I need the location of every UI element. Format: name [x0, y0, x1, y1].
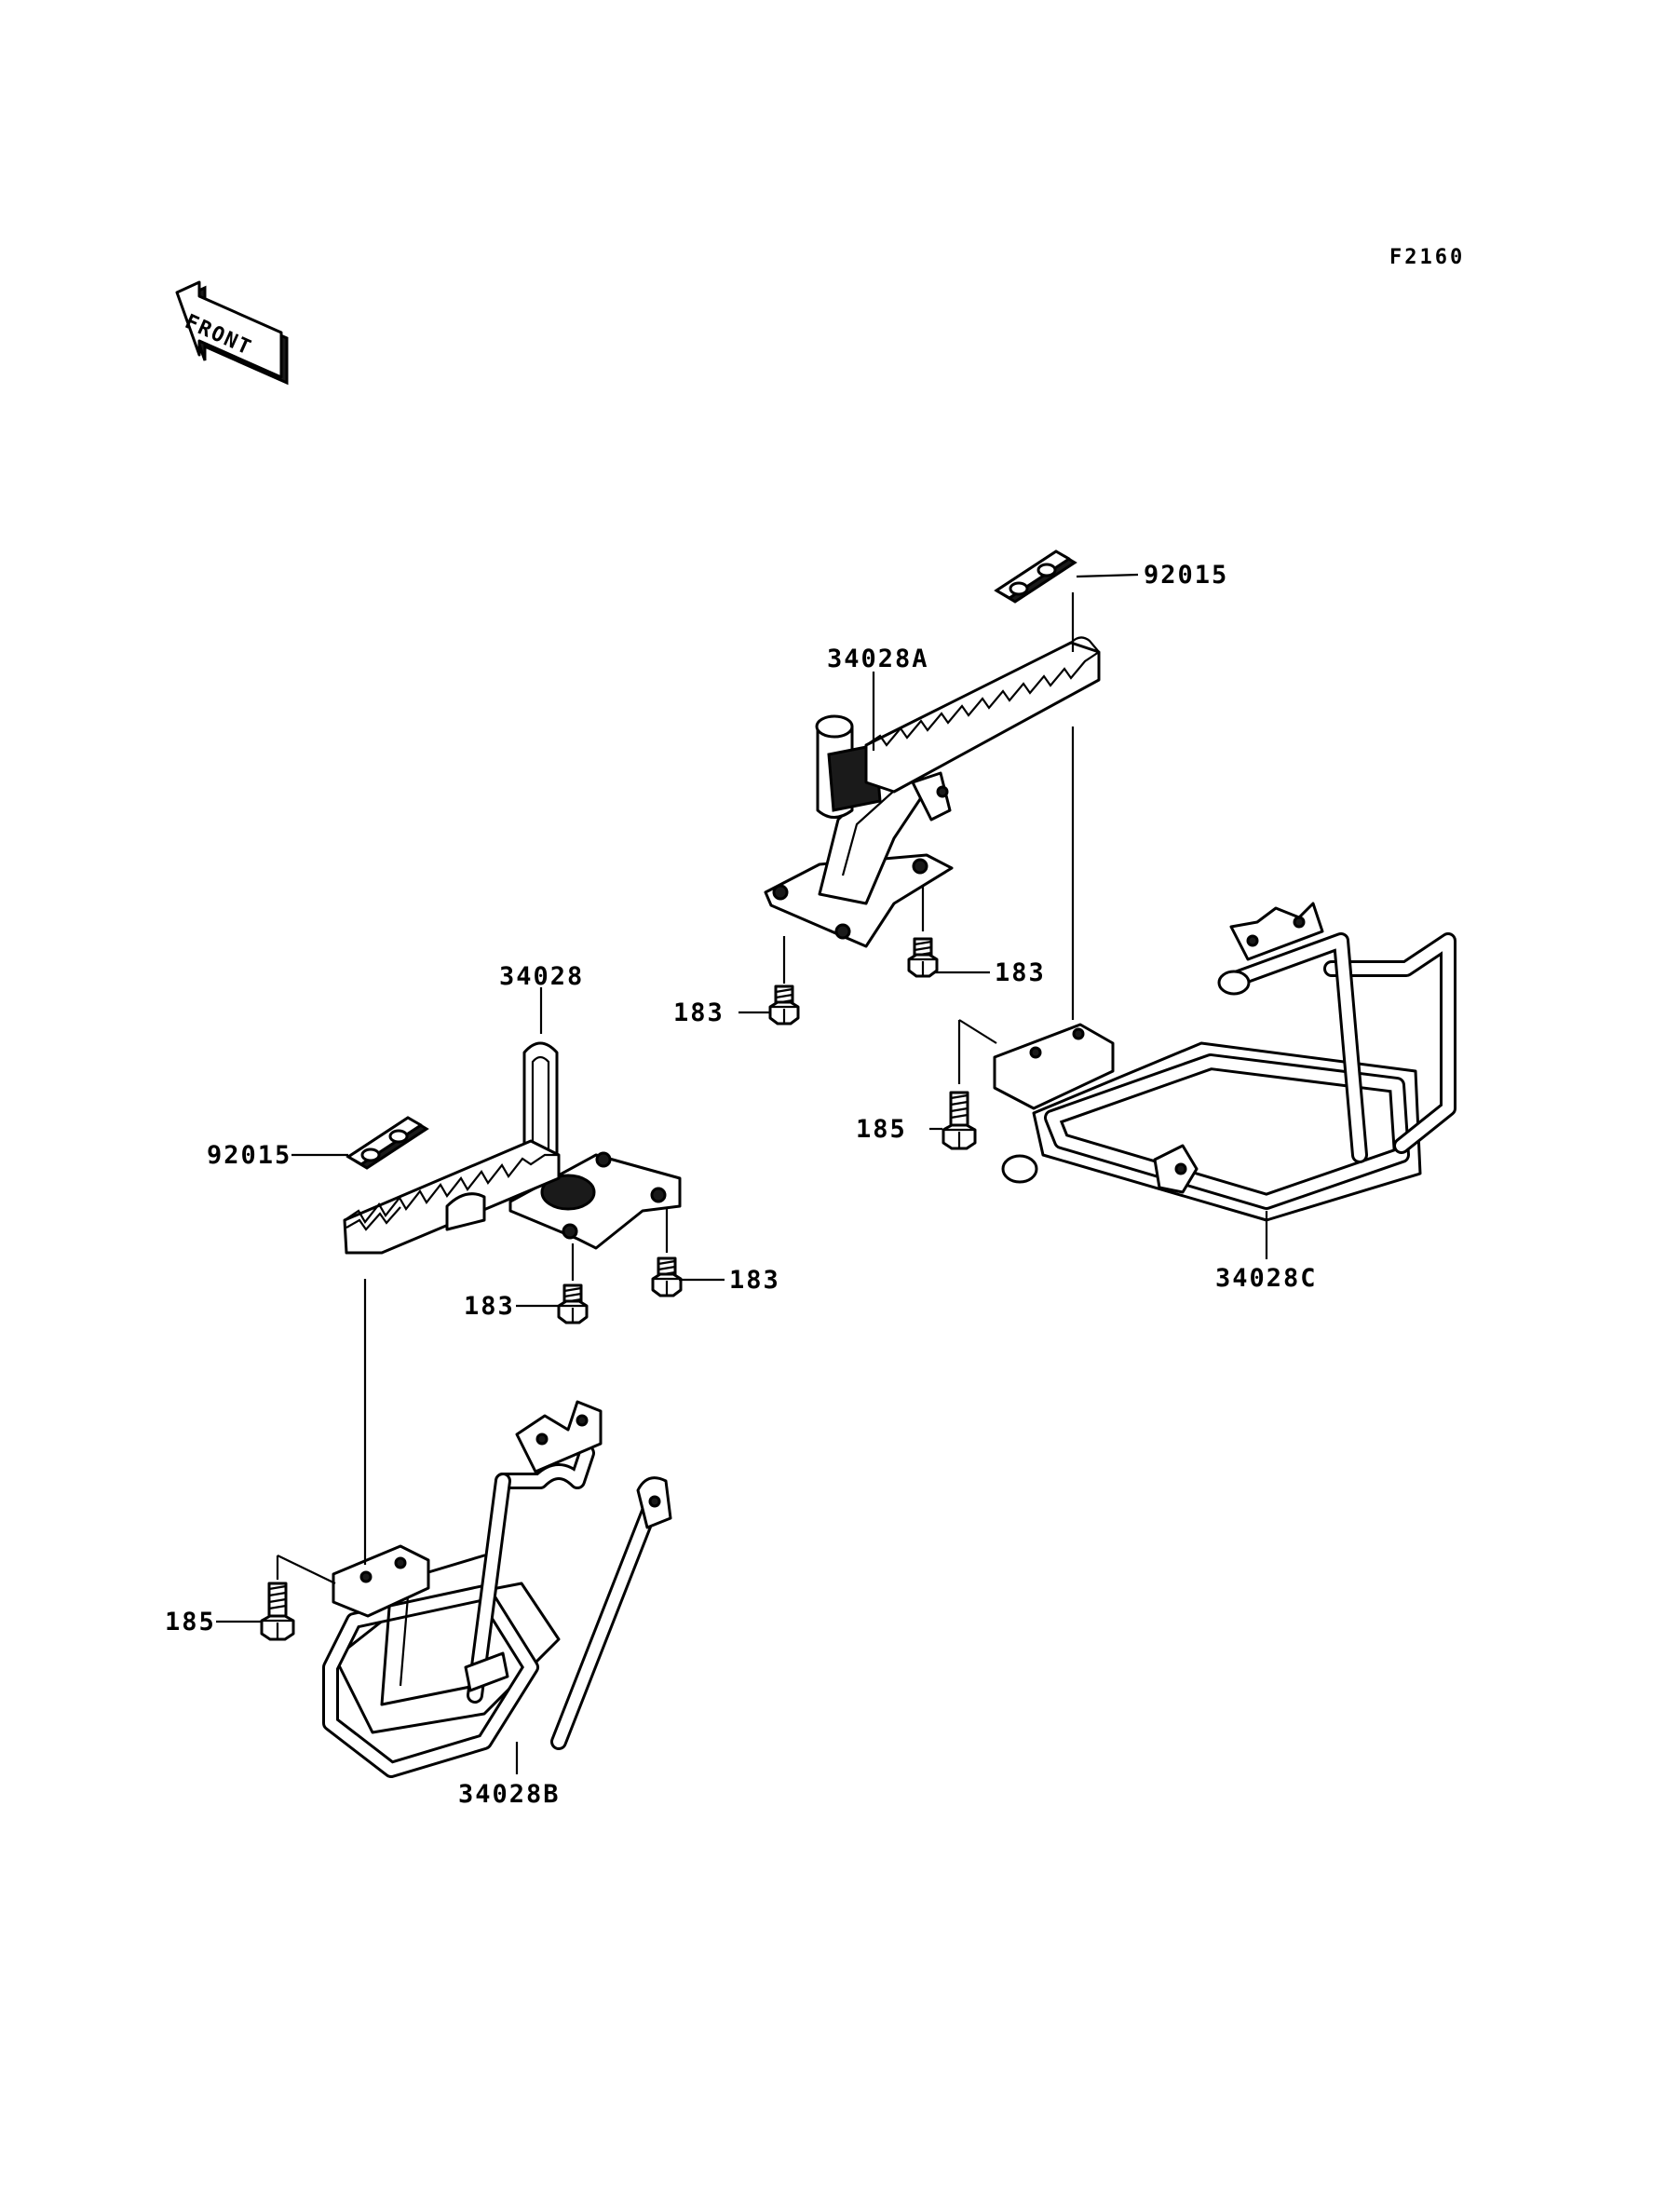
bolt-left-left-part [557, 1283, 589, 1324]
guard-right-part [993, 902, 1456, 1222]
bolt-guard-right-part [942, 1091, 977, 1150]
callout-183-upper-right: 183 [995, 958, 1046, 987]
callout-34028b: 34028B [458, 1780, 561, 1809]
callout-92015-left: 92015 [207, 1141, 292, 1170]
callout-183-left-left: 183 [464, 1292, 515, 1321]
callout-185-right: 185 [856, 1115, 907, 1144]
callout-183-left-right: 183 [729, 1266, 780, 1295]
callout-92015-upper: 92015 [1144, 561, 1229, 590]
bolt-upper-right-part [907, 937, 939, 978]
bolt-left-right-part [651, 1256, 683, 1297]
footrest-left-part [343, 1041, 682, 1255]
footrest-right-part [764, 636, 1101, 948]
callout-34028a: 34028A [827, 645, 929, 673]
leader-lines [216, 573, 1268, 1774]
callout-34028: 34028 [499, 962, 585, 991]
bolt-guard-left-part [260, 1582, 295, 1641]
washer-left-part [346, 1116, 428, 1170]
guard-left-part [322, 1400, 672, 1778]
figure-id: F2160 [1389, 246, 1466, 269]
bolt-upper-left-part [768, 985, 800, 1025]
front-arrow-icon [175, 280, 289, 386]
callout-185-left: 185 [165, 1608, 216, 1636]
callout-183-upper-left: 183 [673, 998, 725, 1027]
callout-34028c: 34028C [1215, 1264, 1318, 1293]
washer-upper-part [995, 550, 1077, 604]
